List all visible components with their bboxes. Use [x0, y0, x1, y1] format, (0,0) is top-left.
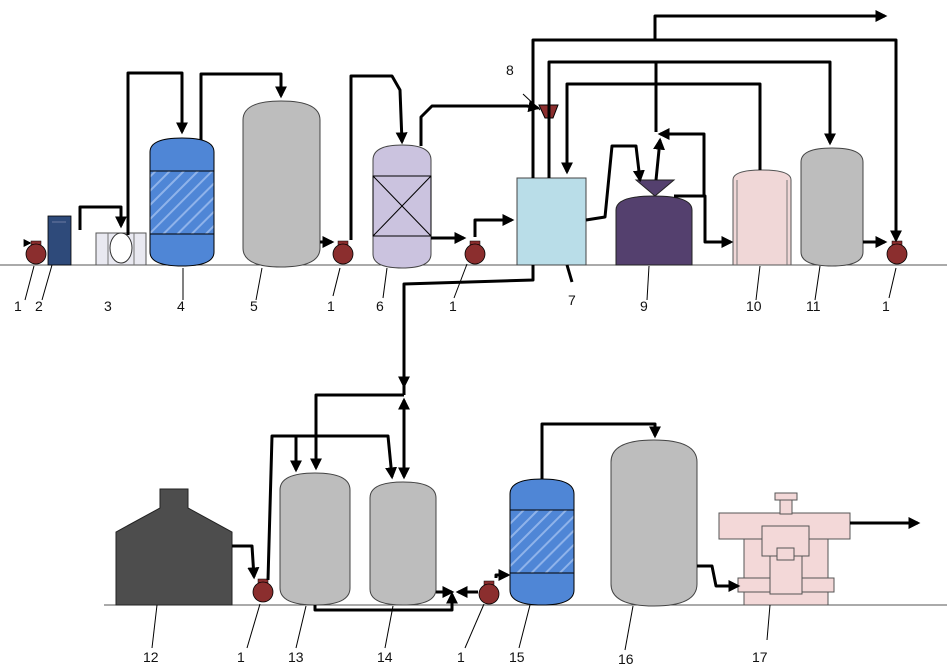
- column-15: [509, 478, 575, 606]
- label-column-4: 4: [177, 298, 185, 314]
- label-pump-1-f: 1: [457, 649, 465, 665]
- label-pump-1-d: 1: [882, 298, 890, 314]
- pump-1-c: [464, 240, 486, 265]
- column-6: [372, 144, 432, 269]
- pipes-bottom: [232, 386, 921, 612]
- pipes-top: [78, 10, 902, 389]
- reactor-9: [615, 179, 693, 266]
- filter-3: [95, 232, 147, 266]
- label-tank-11: 11: [806, 298, 821, 314]
- tank-14: [369, 481, 437, 606]
- dosing-unit-2: [47, 215, 72, 266]
- label-reactor-9: 9: [640, 298, 648, 314]
- label-pump-1: 1: [14, 298, 22, 314]
- label-column-6: 6: [376, 298, 384, 314]
- label-column-15: 15: [509, 649, 525, 665]
- label-unit-7: 7: [568, 292, 576, 308]
- tank-10: [732, 169, 792, 266]
- label-tank-14: 14: [377, 649, 393, 665]
- label-building-12: 12: [143, 649, 159, 665]
- label-tank-16: 16: [618, 651, 634, 666]
- label-filter-3: 3: [104, 298, 112, 314]
- tank-16: [610, 439, 698, 607]
- label-pump-1-c: 1: [449, 298, 457, 314]
- label-tank-5: 5: [250, 298, 258, 314]
- pump-1-d: [886, 240, 908, 265]
- pump-1-e: [252, 578, 274, 603]
- press-17: [718, 492, 851, 606]
- label-tank-10: 10: [746, 298, 762, 314]
- pump-1-b: [332, 240, 354, 265]
- leader-lines: [24, 93, 897, 651]
- label-press-17: 17: [752, 649, 768, 665]
- label-tank-13: 13: [288, 649, 304, 665]
- label-pump-1-b: 1: [327, 298, 335, 314]
- label-pump-1-e: 1: [237, 649, 245, 665]
- unit-7: [516, 177, 587, 266]
- tank-13: [279, 472, 351, 606]
- building-12: [115, 488, 233, 606]
- label-dosing-2: 2: [35, 298, 43, 314]
- column-4: [149, 137, 215, 267]
- tank-11: [800, 147, 864, 267]
- tank-5: [242, 100, 321, 268]
- pump-1-f: [478, 580, 500, 605]
- pump-1-a: [23, 239, 47, 265]
- label-hopper-8: 8: [506, 62, 514, 78]
